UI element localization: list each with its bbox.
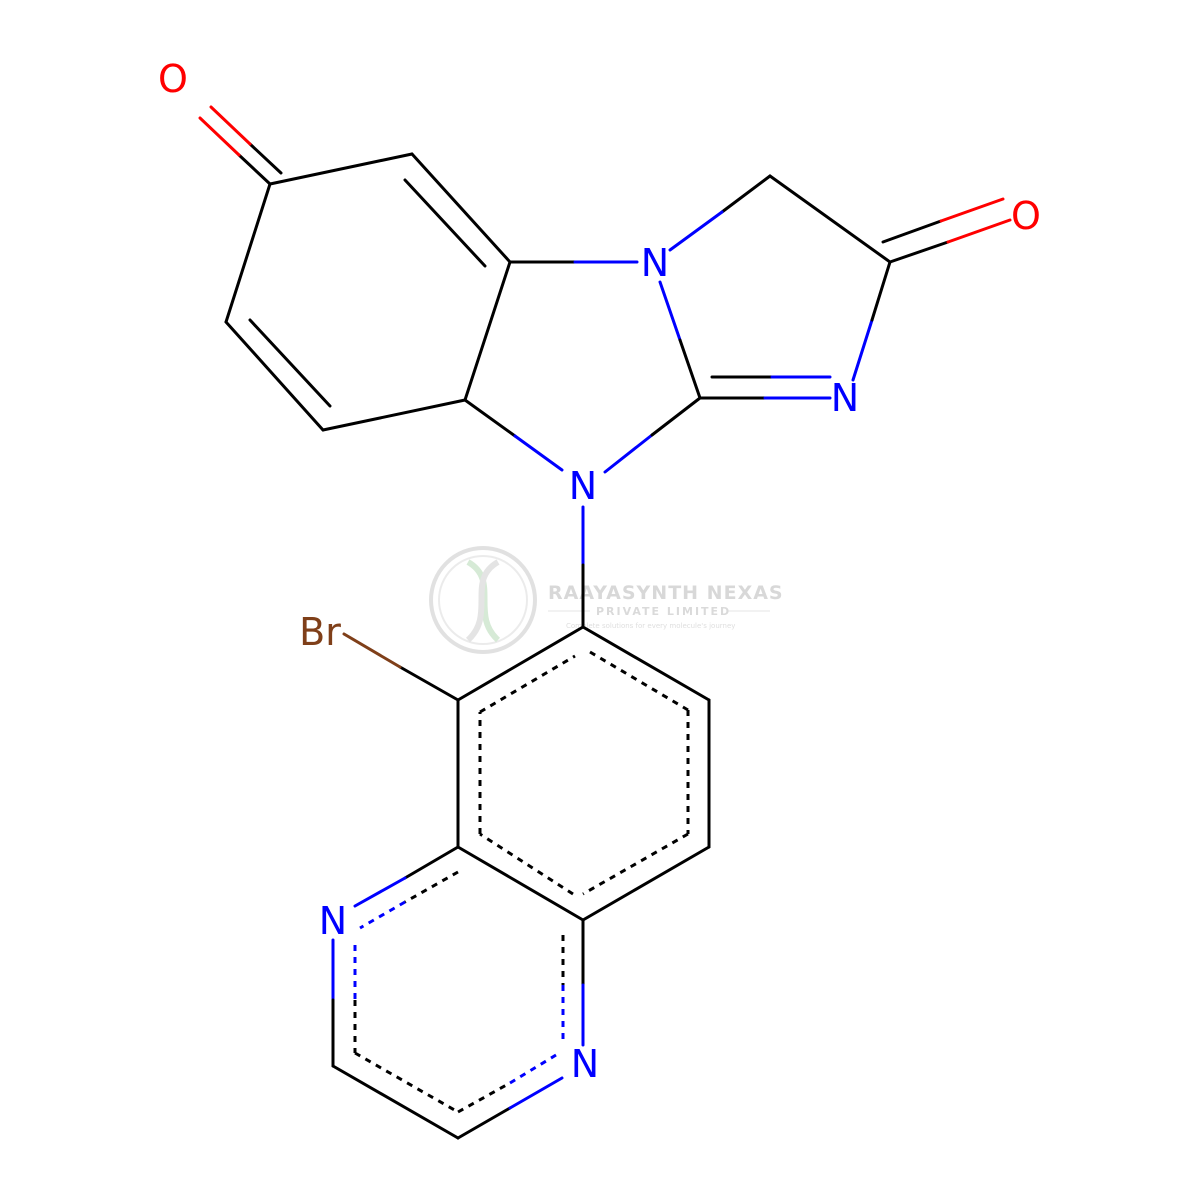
atom-bromine: Br xyxy=(299,610,341,654)
watermark-tagline: Complete solutions for every molecule's … xyxy=(566,622,735,630)
watermark-logo-icon xyxy=(429,546,537,654)
atom-nitrogen-pyrazine-2: N xyxy=(571,1042,599,1086)
atom-oxygen-left: O xyxy=(158,57,188,101)
watermark: RAAYASYNTH NEXAS PRIVATE LIMITED Complet… xyxy=(429,546,784,654)
atom-nitrogen-pyrazine-1: N xyxy=(319,899,347,943)
watermark-title: RAAYASYNTH NEXAS xyxy=(548,582,784,604)
atom-nitrogen-aryl: N xyxy=(569,464,597,508)
aromatic-bonds xyxy=(353,650,690,1114)
watermark-subtitle: PRIVATE LIMITED xyxy=(596,605,731,618)
atom-nitrogen-bridgehead: N xyxy=(641,241,669,285)
bonds xyxy=(198,105,1012,1140)
atom-labels: O O N N N Br N N xyxy=(158,57,1041,1086)
atom-oxygen-right: O xyxy=(1011,194,1041,238)
atom-nitrogen-imine: N xyxy=(831,376,859,420)
